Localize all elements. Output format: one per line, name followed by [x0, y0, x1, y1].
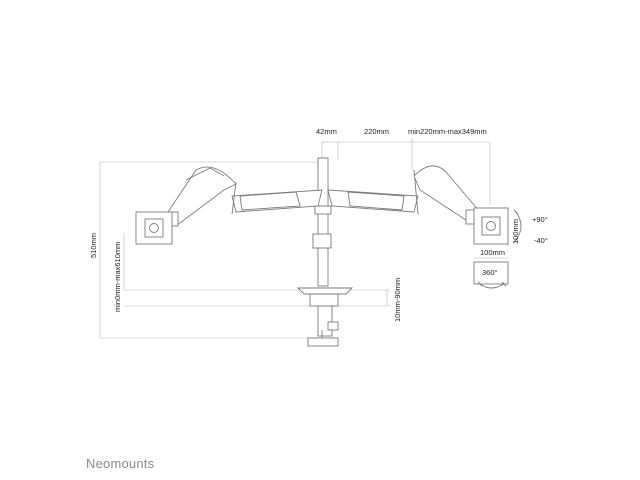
label-arm-range: min220mm-max349mm	[408, 127, 487, 136]
label-vesa-width: 100mm	[480, 248, 505, 257]
label-tilt-up: +90°	[532, 215, 548, 224]
desk-clamp	[296, 287, 354, 347]
right-vesa-plate	[473, 207, 509, 245]
left-vesa-plate	[135, 211, 173, 245]
label-vesa-height: 100mm	[511, 219, 520, 244]
left-arm	[165, 166, 323, 227]
label-span: 220mm	[364, 127, 389, 136]
brand-logo: Neomounts	[86, 456, 155, 471]
label-offset: 42mm	[316, 127, 337, 136]
label-tilt-down: -40°	[534, 236, 548, 245]
tilt-indicator	[513, 209, 522, 243]
dimension-labels: 42mm 220mm min220mm-max349mm 510mm min0m…	[89, 127, 548, 322]
label-clamp-range: 10mm-90mm	[393, 278, 402, 322]
label-rotation: 360°	[482, 268, 498, 277]
rotation-indicator	[473, 261, 509, 289]
label-total-height: 510mm	[89, 233, 98, 258]
label-height-range: min0mm-max610mm	[113, 242, 122, 312]
center-pole	[312, 157, 332, 287]
dimension-lines	[99, 138, 509, 339]
right-arm	[327, 165, 481, 225]
